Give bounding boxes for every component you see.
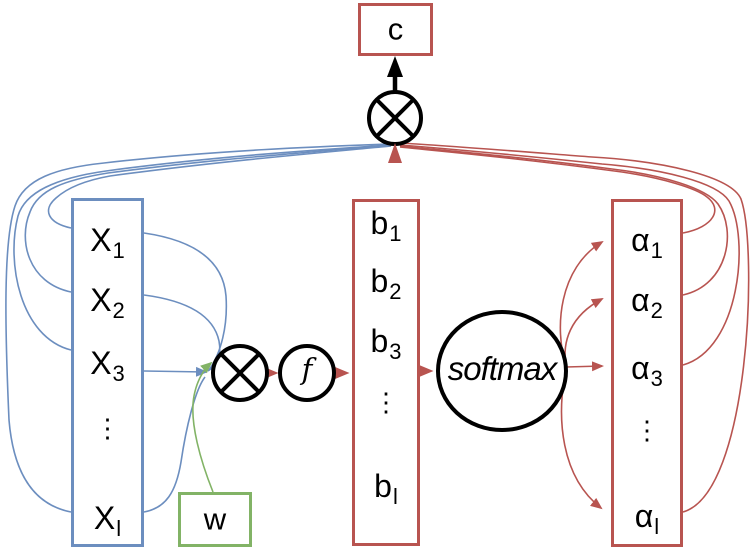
input-ellipsis: ⋮ bbox=[94, 413, 121, 443]
alpha-vector-box: α1 α2 α3 ⋮ αl bbox=[611, 199, 683, 547]
weight-label: w bbox=[203, 500, 227, 536]
multiply-icon bbox=[211, 344, 269, 402]
score-item: b1 bbox=[370, 205, 402, 246]
input-vector-box: X1 X2 X3 ⋮ Xl bbox=[71, 198, 144, 547]
edges-input-to-context-multiply bbox=[5, 143, 392, 513]
alpha-item: α2 bbox=[631, 282, 663, 323]
context-multiply-inflow-arrowhead bbox=[388, 143, 402, 163]
score-vector-box: b1 b2 b3 ⋮ bl bbox=[352, 199, 420, 546]
alpha-item: α3 bbox=[631, 350, 663, 391]
context-label: c bbox=[387, 10, 404, 46]
score-item: b3 bbox=[370, 323, 402, 364]
alpha-item: α1 bbox=[631, 222, 663, 263]
edges-alpha-to-context-multiply bbox=[399, 142, 750, 513]
input-item: Xl bbox=[93, 500, 122, 541]
f-node-label: f bbox=[301, 352, 313, 386]
score-ellipsis: ⋮ bbox=[373, 387, 399, 417]
input-item: X2 bbox=[90, 282, 125, 323]
edge-weight-to-multiply bbox=[192, 361, 214, 493]
input-item: X3 bbox=[90, 345, 125, 386]
input-item: X1 bbox=[90, 222, 125, 263]
score-item: b2 bbox=[370, 263, 402, 304]
softmax-node-label: softmax bbox=[447, 350, 558, 387]
context-box: c bbox=[358, 3, 433, 56]
context-multiply-icon bbox=[367, 90, 423, 146]
score-item: bl bbox=[374, 468, 398, 509]
alpha-item: αl bbox=[634, 498, 660, 539]
edges-input-to-multiply bbox=[143, 232, 228, 513]
weight-box: w bbox=[178, 492, 252, 547]
edge-multiply-to-context bbox=[387, 56, 403, 93]
alpha-ellipsis: ⋮ bbox=[634, 415, 660, 445]
